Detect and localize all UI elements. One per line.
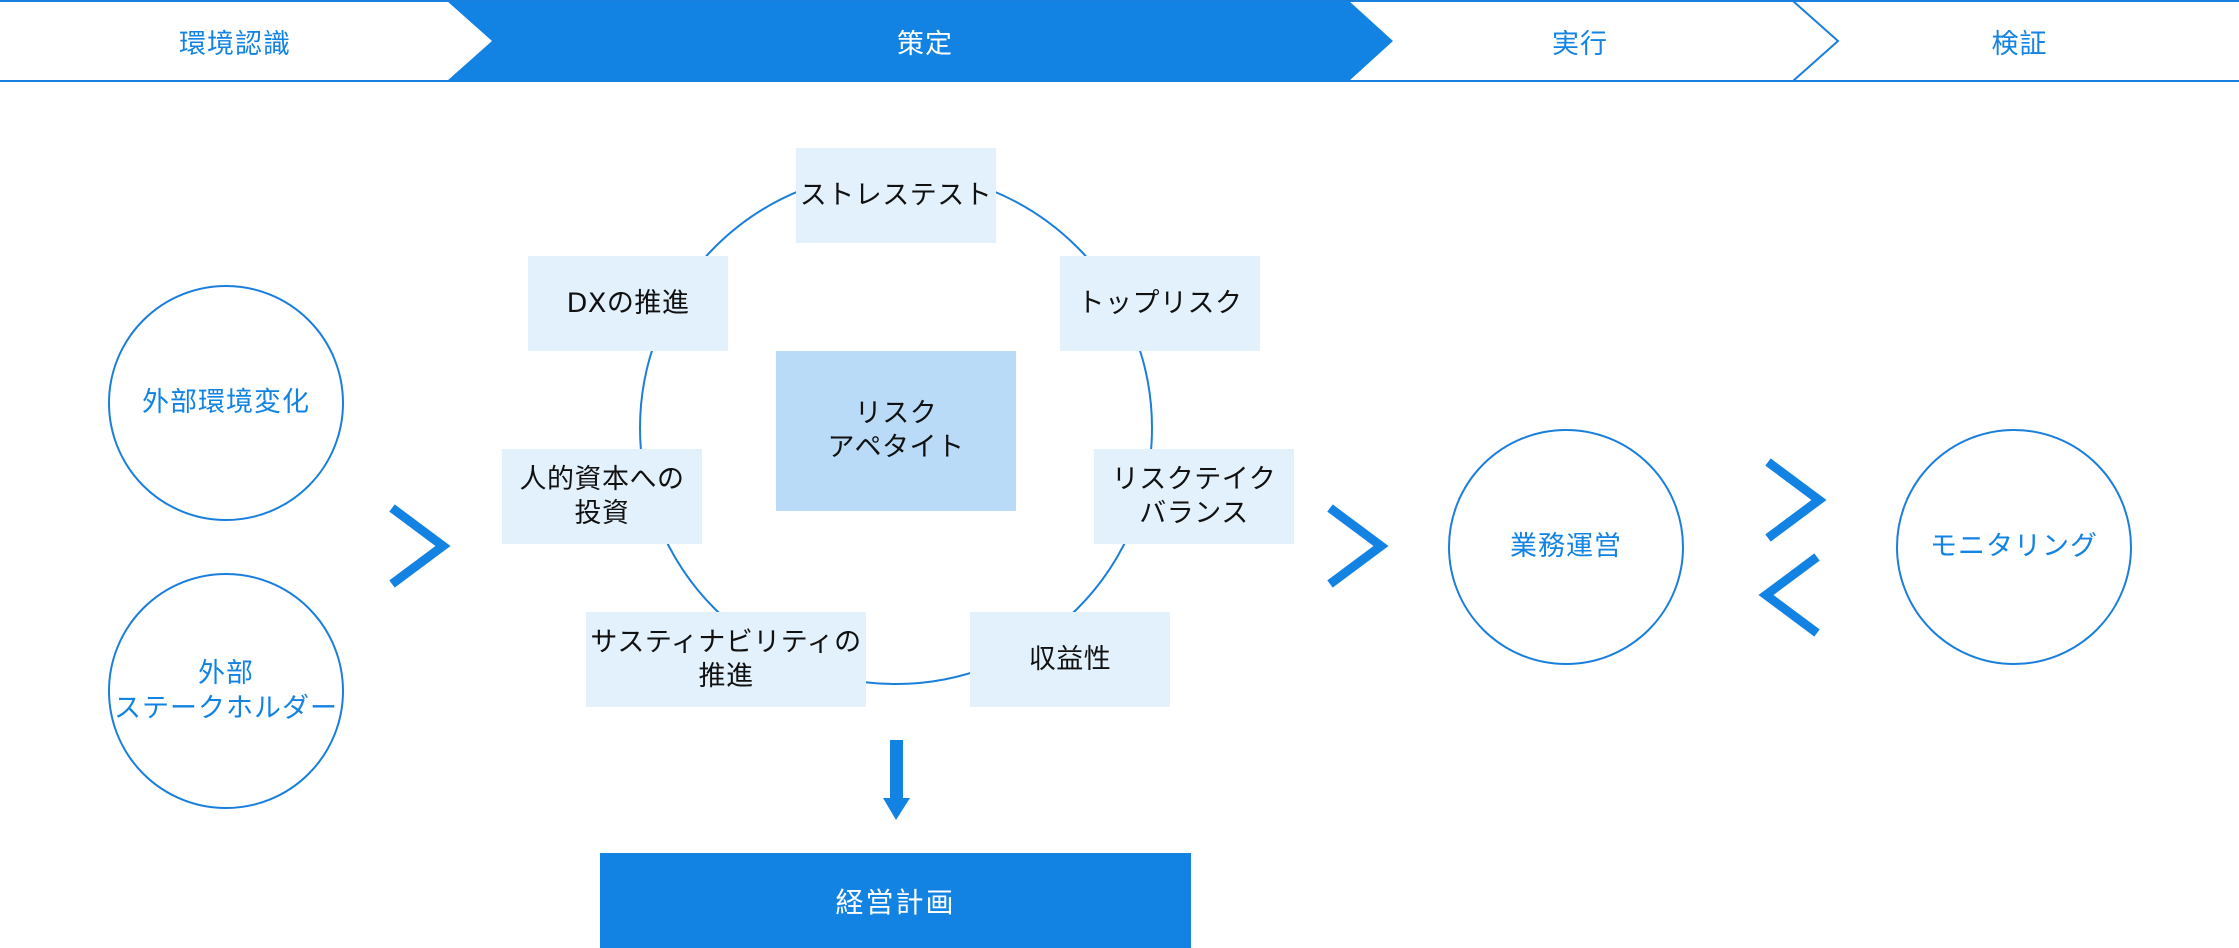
box-label: トップリスク [1077, 287, 1243, 319]
chevron-left-icon [1758, 553, 1820, 637]
box-label: ストレステスト [799, 179, 993, 211]
plan-label: 経営計画 [835, 885, 956, 919]
box-label: 人的資本への 投資 [519, 463, 685, 529]
box-label: 収益性 [1028, 643, 1112, 675]
box-human-capital: 人的資本への 投資 [502, 449, 702, 544]
circle-label: 外部環境変化 [142, 387, 310, 419]
box-label: DXの推進 [566, 287, 690, 319]
box-label: サスティナビリティの 推進 [590, 626, 862, 692]
circle-monitoring: モニタリング [1896, 429, 2132, 665]
arrow-down-icon-shaft [890, 740, 903, 798]
box-stress-test: ストレステスト [796, 148, 996, 243]
arrow-down-icon [883, 798, 910, 820]
chevron-right-icon [389, 504, 451, 588]
step-environment: 環境認識 [179, 28, 291, 60]
step-separator-chevron [1792, 0, 1840, 82]
chevron-right-icon [1765, 458, 1827, 542]
box-label: リスクテイク バランス [1111, 463, 1277, 529]
circle-label: モニタリング [1930, 531, 2098, 563]
step-active-shape [447, 1, 1393, 81]
step-execution: 実行 [1552, 28, 1608, 60]
chevron-right-icon [1327, 504, 1389, 588]
circle-label: 外部 ステークホルダー [114, 657, 338, 724]
step-formulation: 策定 [897, 28, 953, 60]
process-steps-shapes [0, 0, 2239, 82]
box-risk-take-balance: リスクテイク バランス [1094, 449, 1294, 544]
center-label: リスク アペタイト [827, 398, 965, 463]
circle-operations: 業務運営 [1448, 429, 1684, 665]
box-sustainability: サスティナビリティの 推進 [586, 612, 866, 707]
box-risk-appetite: リスク アペタイト [776, 351, 1016, 511]
step-verification: 検証 [1991, 28, 2048, 60]
circle-external-stakeholders: 外部 ステークホルダー [108, 573, 344, 809]
box-top-risk: トップリスク [1060, 256, 1260, 351]
circle-label: 業務運営 [1510, 531, 1622, 563]
box-profitability: 収益性 [970, 612, 1170, 707]
process-steps: 環境認識 策定 実行 検証 [0, 0, 2239, 84]
circle-external-environment: 外部環境変化 [108, 285, 344, 521]
box-dx-promotion: DXの推進 [528, 256, 728, 351]
box-management-plan: 経営計画 [600, 853, 1191, 948]
